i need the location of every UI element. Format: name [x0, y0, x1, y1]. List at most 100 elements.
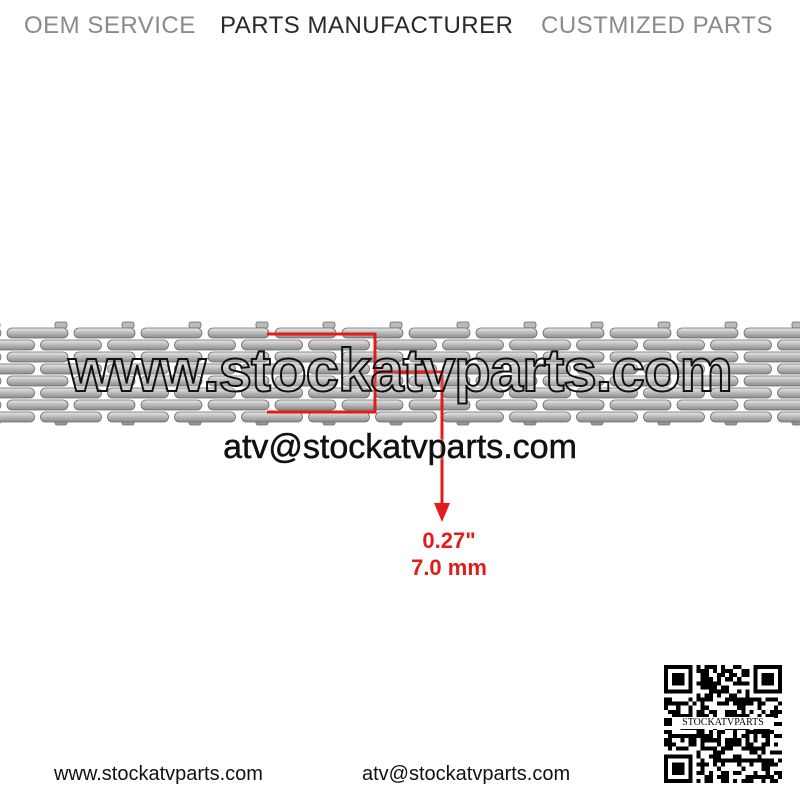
chain-plate	[609, 327, 672, 339]
measurement-mm: 7.0 mm	[411, 555, 487, 580]
chain-plate	[0, 339, 35, 351]
chain-plate	[509, 411, 571, 423]
dimension-bracket	[267, 332, 444, 505]
watermark-url: www.stockatvparts.com	[67, 336, 734, 405]
chain-plate	[475, 375, 538, 387]
chain-plate	[73, 399, 136, 411]
chain-plate	[6, 375, 69, 387]
chain-plate	[0, 387, 35, 399]
chain-plate	[408, 399, 471, 411]
chain-plate	[442, 411, 504, 423]
arrow-down-icon	[434, 503, 450, 522]
chain-plate	[174, 339, 236, 351]
qr-label: STOCKATVPARTS	[672, 717, 774, 729]
chain-plate	[73, 375, 136, 387]
chain-plate	[576, 387, 638, 399]
chain-plate	[643, 363, 705, 375]
chain-plate	[188, 321, 202, 329]
chain-plate	[40, 339, 102, 351]
chain-plate	[710, 339, 772, 351]
chain-plate	[140, 399, 203, 411]
chain-plate	[107, 339, 169, 351]
chain-links	[0, 321, 800, 426]
chain-plate	[777, 387, 800, 399]
chain-plate	[107, 411, 169, 423]
chain-plate	[643, 339, 705, 351]
chain-plate	[442, 339, 504, 351]
watermark-email: atv@stockatvparts.com	[223, 428, 577, 467]
chain-plate	[408, 327, 471, 339]
chain-plate	[40, 411, 102, 423]
chain-plate	[0, 353, 2, 361]
chain-plate	[322, 321, 336, 329]
chain-plate	[241, 363, 303, 375]
chain-plate	[0, 329, 2, 337]
chain-plate	[54, 321, 68, 329]
chain-plate	[274, 399, 337, 411]
footer-email: atv@stockatvparts.com	[362, 763, 571, 785]
chain-plate	[590, 321, 604, 329]
chain-plate	[710, 363, 772, 375]
chain-plate	[609, 375, 672, 387]
chain-plate	[255, 321, 269, 329]
chain-plate	[375, 411, 437, 423]
chain-plate	[6, 351, 69, 363]
chain-plate	[408, 375, 471, 387]
chain-plate	[542, 351, 605, 363]
chain-plate	[341, 375, 404, 387]
chain-plate	[140, 351, 203, 363]
chain-plate	[777, 339, 800, 351]
chain-plate	[456, 321, 470, 329]
chain-plate	[743, 375, 800, 387]
chain-plate	[174, 363, 236, 375]
chain-plate	[777, 411, 800, 423]
chain-plate	[509, 339, 571, 351]
chain-plate	[475, 351, 538, 363]
chain-plate	[576, 411, 638, 423]
chain-plate	[0, 377, 2, 385]
chain-plate	[475, 399, 538, 411]
footer-url: www.stockatvparts.com	[54, 763, 263, 785]
chain-plate	[475, 327, 538, 339]
header-oem-service: OEM SERVICE	[24, 12, 196, 39]
chain-plate	[308, 387, 370, 399]
chain-plate	[207, 375, 270, 387]
chain-plate	[657, 321, 671, 329]
chain-plate	[576, 363, 638, 375]
chain-plate	[274, 351, 337, 363]
chain-plate	[676, 399, 739, 411]
chain-plate	[73, 327, 136, 339]
chain-plate	[743, 399, 800, 411]
chain-plate	[241, 339, 303, 351]
chain-plate	[0, 411, 35, 423]
chain-plate	[576, 339, 638, 351]
chain-plate	[509, 387, 571, 399]
chain-plate	[743, 351, 800, 363]
chain-plate	[408, 351, 471, 363]
chain-plate	[40, 387, 102, 399]
chain-plate	[121, 321, 135, 329]
chain-plate	[676, 375, 739, 387]
chain-plate	[274, 375, 337, 387]
chain-plate	[341, 399, 404, 411]
chain-plate	[791, 321, 800, 329]
chain-plate	[676, 327, 739, 339]
chain-plate	[724, 321, 738, 329]
chain-plate	[542, 375, 605, 387]
chain-plate	[6, 399, 69, 411]
header-customized-parts: CUSTMIZED PARTS	[541, 12, 773, 39]
chain-plate	[308, 339, 370, 351]
chain-plate	[341, 351, 404, 363]
chain-plate	[0, 401, 2, 409]
chain-plate	[509, 363, 571, 375]
chain-plate	[40, 363, 102, 375]
chain-plate	[389, 321, 403, 329]
chain-plate	[743, 327, 800, 339]
chain-plate	[207, 399, 270, 411]
chain-plate	[241, 387, 303, 399]
chain-plate	[676, 351, 739, 363]
chain-plate	[710, 411, 772, 423]
chain-plate	[643, 411, 705, 423]
chain-plate	[6, 327, 69, 339]
